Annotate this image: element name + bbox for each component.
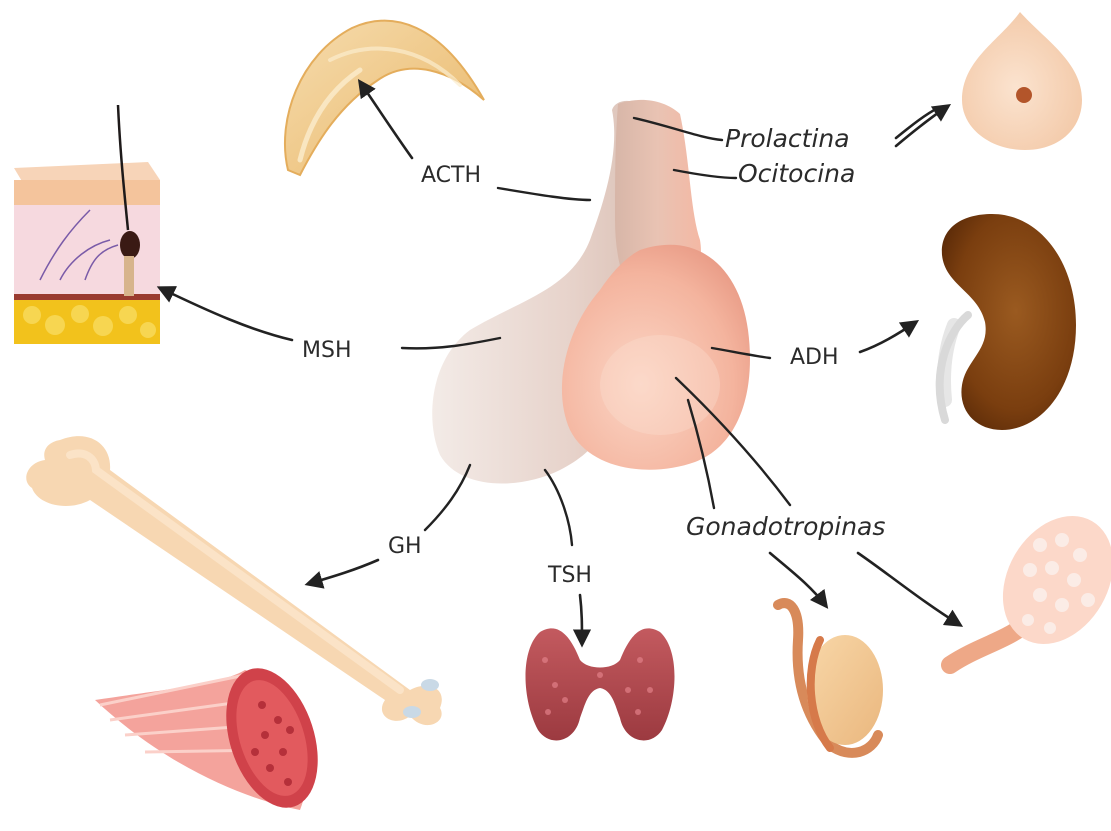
- breast-icon: [962, 12, 1082, 150]
- msh-label: MSH: [302, 338, 352, 363]
- gh-label: GH: [388, 534, 422, 559]
- adh-label: ADH: [790, 345, 839, 370]
- thyroid-icon: [526, 628, 675, 740]
- gonadotropinas-label: Gonadotropinas: [686, 512, 885, 541]
- acth-label: ACTH: [421, 163, 481, 188]
- skin-cross-section-icon: [14, 105, 160, 344]
- adrenal-gland-icon: [285, 21, 484, 175]
- pituitary-gland-icon: [432, 100, 750, 484]
- muscle-icon: [95, 657, 334, 820]
- testis-icon: [778, 603, 883, 753]
- prolactina-label: Prolactina: [725, 124, 850, 153]
- ovary-icon: [950, 496, 1111, 665]
- ocitocina-label: Ocitocina: [738, 159, 855, 188]
- kidney-icon: [940, 214, 1076, 430]
- tsh-label: TSH: [547, 563, 592, 588]
